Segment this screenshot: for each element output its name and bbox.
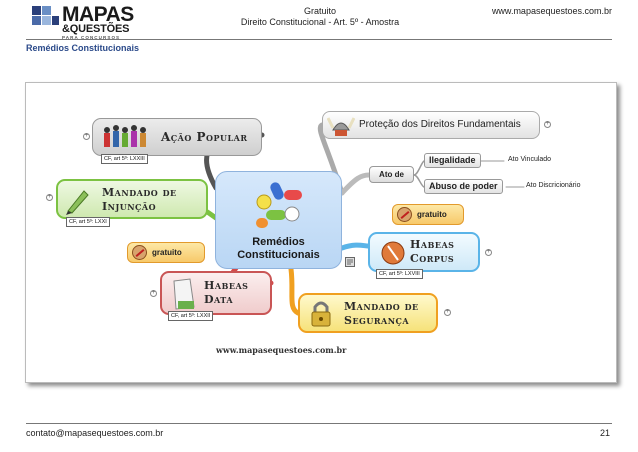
gratuito-label: gratuito bbox=[152, 248, 182, 257]
center-label-line1: Remédios bbox=[252, 236, 305, 248]
mapas-questoes-logo: MAPAS &QUESTÕES PARA CONCURSOS bbox=[32, 4, 134, 42]
protecao-text: Proteção dos Direitos Fundamentais bbox=[359, 119, 521, 130]
mandado-injuncao-line2: Injunção bbox=[102, 200, 157, 213]
gratuito-label: gratuito bbox=[417, 210, 447, 219]
mandado-injuncao-expand-icon[interactable]: + bbox=[46, 194, 53, 201]
mandado-injuncao-ref: CF, art 5º: LXXI bbox=[66, 217, 110, 227]
habeas-data-gratuito-badge: gratuito bbox=[127, 242, 205, 263]
pen-icon bbox=[66, 190, 89, 215]
mandado-seguranca-expand-icon[interactable]: + bbox=[444, 309, 451, 316]
footer-divider bbox=[26, 423, 612, 424]
footer-email[interactable]: contato@mapasequestoes.com.br bbox=[26, 428, 164, 438]
acao-popular-expand-icon[interactable]: + bbox=[83, 133, 90, 140]
header-subject: Direito Constitucional - Art. 5º - Amost… bbox=[240, 17, 400, 27]
padlock-icon bbox=[311, 301, 331, 327]
gratuito-coin-icon bbox=[397, 207, 412, 222]
abuso-poder-node[interactable]: Abuso de poder bbox=[424, 179, 503, 194]
pills-icon bbox=[256, 182, 302, 228]
logo-main-text: MAPAS bbox=[62, 3, 134, 26]
header-site-link[interactable]: www.mapasequestoes.com.br bbox=[491, 6, 612, 16]
acao-popular-title: Ação Popular bbox=[161, 130, 248, 144]
mandado-seguranca-node[interactable]: Mandado de Segurança bbox=[298, 293, 438, 333]
page-number: 21 bbox=[599, 428, 610, 438]
logo-blocks-icon bbox=[32, 6, 60, 30]
freedom-icon bbox=[381, 241, 405, 265]
habeas-corpus-expand-icon[interactable]: + bbox=[485, 249, 492, 256]
ilegalidade-node[interactable]: Ilegalidade bbox=[424, 153, 481, 168]
center-label-line2: Constitucionais bbox=[237, 249, 320, 261]
note-icon[interactable] bbox=[345, 257, 355, 267]
ato-de-node[interactable]: Ato de bbox=[369, 166, 414, 183]
people-crowd-icon bbox=[104, 125, 146, 147]
document-data-icon bbox=[173, 278, 195, 310]
protecao-node[interactable]: Proteção dos Direitos Fundamentais bbox=[322, 111, 540, 139]
watermark: www.mapasequestoes.com.br bbox=[216, 345, 347, 355]
mandado-seguranca-line2: Segurança bbox=[344, 314, 410, 327]
habeas-corpus-line2: Corpus bbox=[410, 252, 455, 265]
center-label: Remédios Constitucionais bbox=[216, 236, 341, 262]
habeas-data-ref: CF, art 5º: LXXII bbox=[168, 311, 214, 321]
habeas-data-expand-icon[interactable]: + bbox=[150, 290, 157, 297]
header-divider bbox=[26, 39, 612, 40]
mind-map: Ação Popular CF, art 5º: LXXIII + Mandad… bbox=[25, 82, 617, 383]
habeas-corpus-gratuito-badge: gratuito bbox=[392, 204, 464, 225]
logo-sub-text: &QUESTÕES bbox=[62, 23, 130, 35]
header-gratuito: Gratuito bbox=[303, 6, 336, 16]
viking-helmet-icon bbox=[327, 117, 355, 136]
habeas-data-line1: Habeas bbox=[204, 279, 249, 292]
section-title: Remédios Constitucionais bbox=[26, 43, 140, 53]
ato-discricionario-label: Ato Discricionário bbox=[526, 182, 581, 189]
acao-popular-node[interactable]: Ação Popular bbox=[92, 118, 262, 156]
logo-tagline: PARA CONCURSOS bbox=[62, 35, 121, 40]
habeas-corpus-ref: CF, art 5º: LXVIII bbox=[376, 269, 423, 279]
protecao-expand-icon[interactable]: + bbox=[544, 121, 551, 128]
mandado-injuncao-node[interactable]: Mandado de Injunção bbox=[56, 179, 208, 219]
header-center: Gratuito Direito Constitucional - Art. 5… bbox=[200, 6, 440, 28]
habeas-data-node[interactable]: Habeas Data bbox=[160, 271, 272, 315]
acao-popular-ref: CF, art 5º: LXXIII bbox=[101, 154, 148, 164]
habeas-corpus-node[interactable]: Habeas Corpus bbox=[368, 232, 480, 272]
mandado-seguranca-line1: Mandado de bbox=[344, 300, 419, 313]
gratuito-coin-icon bbox=[132, 245, 147, 260]
center-node[interactable]: Remédios Constitucionais bbox=[215, 171, 342, 269]
ato-vinculado-label: Ato Vinculado bbox=[508, 156, 552, 163]
habeas-corpus-line1: Habeas bbox=[410, 238, 455, 251]
habeas-data-line2: Data bbox=[204, 293, 234, 306]
mandado-injuncao-line1: Mandado de bbox=[102, 186, 177, 199]
